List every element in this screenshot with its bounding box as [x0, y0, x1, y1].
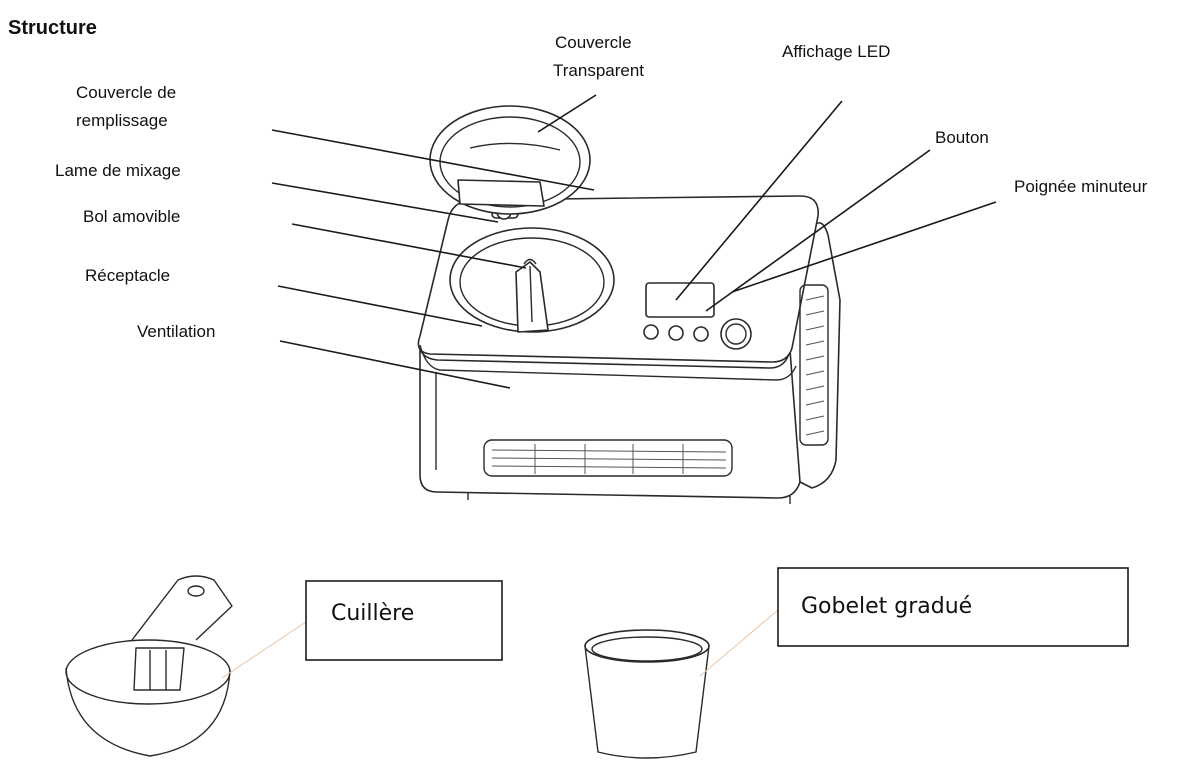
measuring-cup-drawing	[584, 609, 779, 759]
gobelet-box	[777, 567, 1129, 647]
label-receptacle: Réceptacle	[85, 266, 170, 285]
label-poignee-minuteur: Poignée minuteur	[1014, 177, 1148, 196]
cuillere-box	[305, 580, 503, 661]
spoon-drawing	[65, 575, 307, 757]
label-lame-de-mixage: Lame de mixage	[55, 161, 181, 180]
label-couvercle-remplissage-line2: remplissage	[76, 111, 168, 130]
label-bouton: Bouton	[935, 128, 989, 147]
label-cuillere: Cuillère	[331, 601, 414, 626]
label-couvercle-transparent-line2: Transparent	[553, 61, 644, 80]
label-gobelet-gradue: Gobelet gradué	[801, 594, 972, 619]
label-affichage-led: Affichage LED	[782, 42, 890, 61]
label-bol-amovible: Bol amovible	[83, 207, 180, 226]
label-couvercle-transparent-line1: Couvercle	[555, 33, 632, 52]
machine-drawing	[417, 105, 841, 504]
callout-lines	[271, 94, 997, 389]
diagram-title: Structure	[8, 17, 97, 39]
label-couvercle-remplissage-line1: Couvercle de	[76, 83, 176, 102]
label-ventilation: Ventilation	[137, 322, 215, 341]
